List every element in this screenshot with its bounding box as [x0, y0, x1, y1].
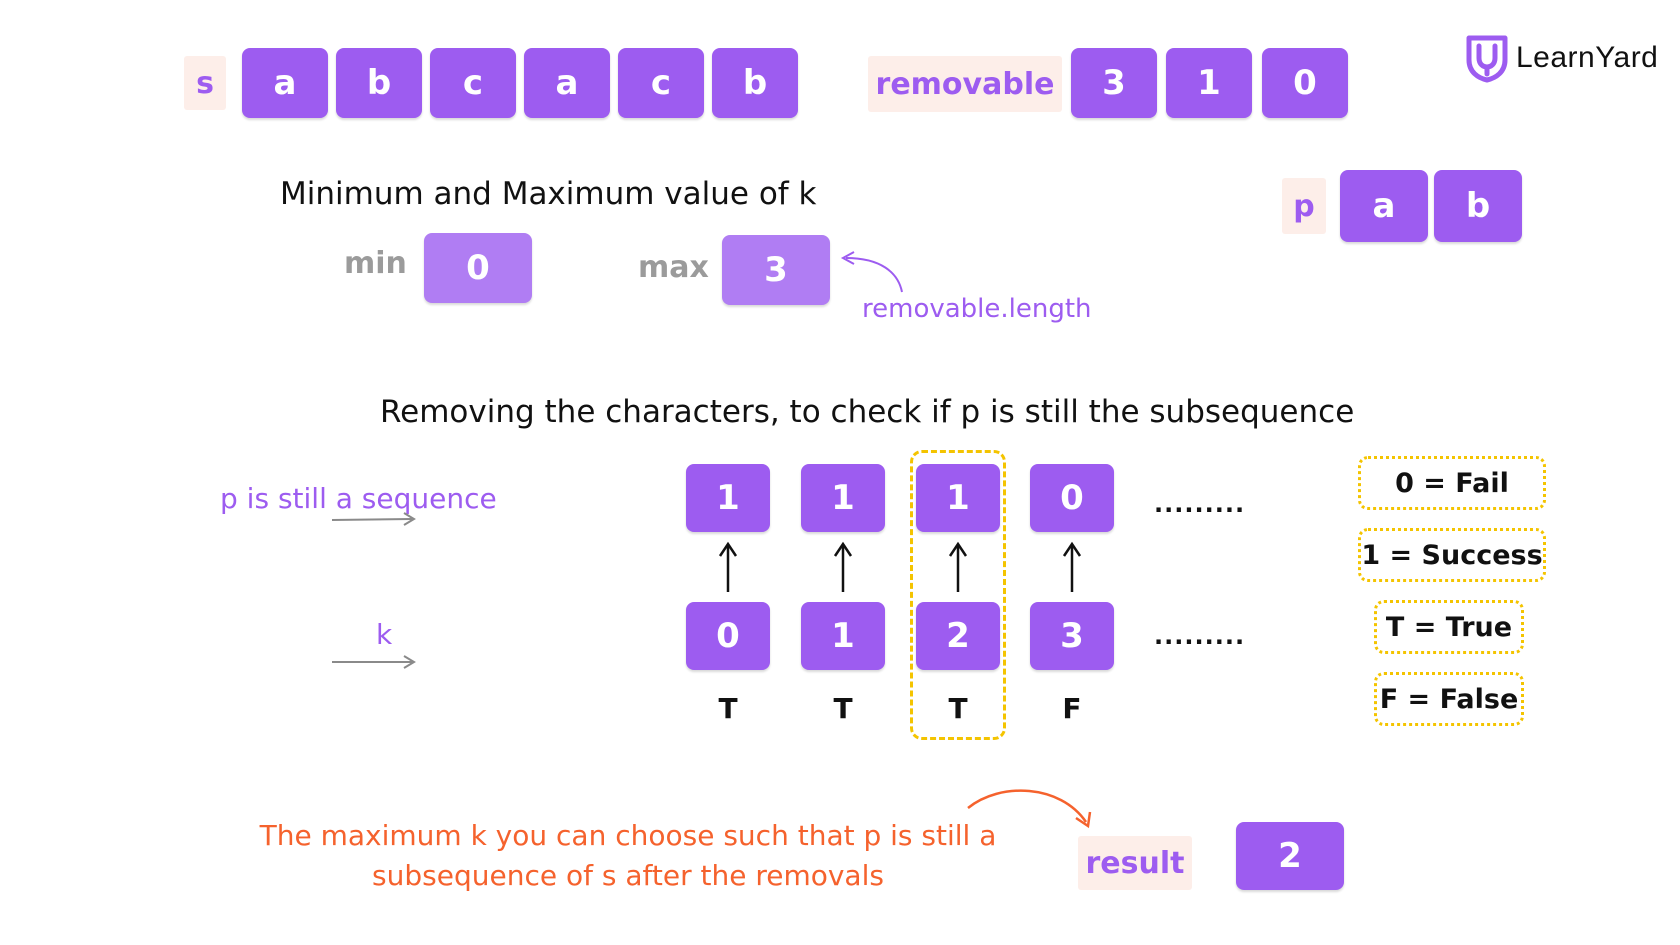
removable-value-box: 1 — [1166, 48, 1252, 118]
tf-label: T — [833, 692, 853, 725]
learnyard-shield-icon — [1466, 35, 1508, 83]
result-box: 1 — [801, 464, 885, 532]
result-value-box: 2 — [1236, 822, 1344, 890]
removable-value-box: 3 — [1071, 48, 1157, 118]
row-label-k: k — [376, 618, 393, 651]
min-value-box: 0 — [424, 233, 532, 303]
result-box: 1 — [686, 464, 770, 532]
check-heading: Removing the characters, to check if p i… — [380, 394, 1355, 430]
conclusion-text: The maximum k you can choose such that p… — [228, 816, 1028, 896]
highlight-column — [910, 450, 1006, 740]
conclusion-line-1: The maximum k you can choose such that p… — [259, 819, 997, 852]
p-tag: p — [1282, 178, 1326, 234]
tf-label: T — [718, 692, 738, 725]
tf-label: F — [1062, 692, 1082, 725]
k-box: 2 — [916, 602, 1000, 670]
p-char-box: b — [1434, 170, 1522, 242]
minmax-heading: Minimum and Maximum value of k — [280, 176, 817, 212]
min-label: min — [344, 246, 407, 281]
length-note: removable.length — [862, 294, 1092, 324]
conclusion-line-2: subsequence of s after the removals — [372, 859, 884, 892]
legend-false: F = False — [1374, 672, 1524, 726]
legend-fail: 0 = Fail — [1358, 456, 1546, 510]
s-char-box: c — [430, 48, 516, 118]
k-box: 1 — [801, 602, 885, 670]
result-row-ellipsis: ......... — [1154, 490, 1246, 518]
s-char-box: b — [336, 48, 422, 118]
max-value-box: 3 — [722, 235, 830, 305]
legend-true: T = True — [1374, 600, 1524, 654]
removable-tag: removable — [868, 56, 1062, 112]
p-char-box: a — [1340, 170, 1428, 242]
removable-value-box: 0 — [1262, 48, 1348, 118]
legend-success: 1 = Success — [1358, 528, 1546, 582]
s-char-box: c — [618, 48, 704, 118]
s-char-box: a — [242, 48, 328, 118]
max-label: max — [638, 250, 709, 285]
k-box: 0 — [686, 602, 770, 670]
tf-label: T — [948, 692, 968, 725]
k-row-ellipsis: ......... — [1154, 622, 1246, 650]
result-box: 0 — [1030, 464, 1114, 532]
s-char-box: b — [712, 48, 798, 118]
row-label-results: p is still a sequence — [220, 482, 497, 515]
brand-logo: LearnYard — [1466, 34, 1659, 83]
brand-name: LearnYard — [1516, 41, 1659, 74]
s-tag: s — [184, 56, 226, 110]
result-box: 1 — [916, 464, 1000, 532]
result-tag: result — [1078, 836, 1192, 890]
s-char-box: a — [524, 48, 610, 118]
k-box: 3 — [1030, 602, 1114, 670]
